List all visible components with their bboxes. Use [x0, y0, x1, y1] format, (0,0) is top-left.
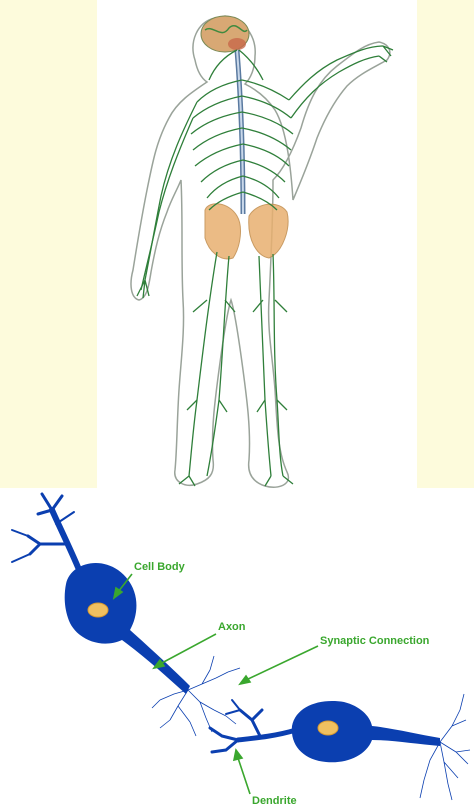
label-arrows — [114, 574, 318, 794]
axon-terminals-2 — [420, 694, 470, 800]
cell-body-2 — [292, 701, 440, 762]
nervous-system-figure — [97, 0, 417, 488]
label-dendrite: Dendrite — [252, 795, 297, 807]
neuron-svg: Cell Body Axon Synaptic Connection Dendr… — [0, 488, 474, 807]
label-synaptic-connection: Synaptic Connection — [320, 635, 430, 647]
human-body-svg — [97, 0, 417, 488]
cell-body-1 — [65, 563, 190, 694]
nucleus-2 — [318, 721, 338, 735]
label-cell-body: Cell Body — [134, 561, 186, 573]
upper-dendrites — [12, 494, 80, 572]
neuron-diagram: Cell Body Axon Synaptic Connection Dendr… — [0, 488, 474, 807]
lower-dendrites — [210, 700, 296, 752]
label-axon: Axon — [218, 621, 246, 633]
nucleus-1 — [88, 603, 108, 617]
